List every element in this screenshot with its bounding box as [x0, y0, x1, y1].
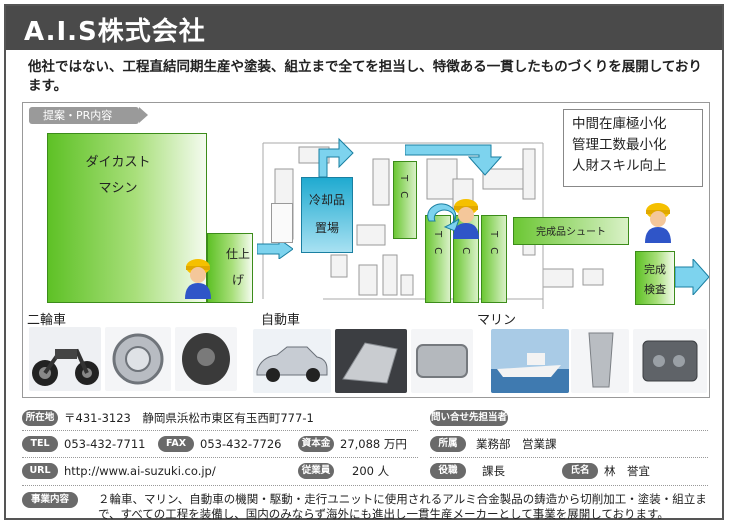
- oil-pan-photo: [411, 329, 473, 393]
- finishing-label-1: 仕上: [225, 247, 250, 261]
- tc-label: T C: [460, 231, 471, 255]
- fax-value: 053-432-7726: [200, 437, 282, 451]
- cycle-arrow-icon: [427, 203, 460, 232]
- divider: [430, 430, 708, 431]
- tc-machine: [425, 215, 451, 303]
- tel-label: TEL: [22, 436, 58, 452]
- tagline: 他社ではない、工程直結同期生産や塗装、組立まで全てを担当し、特徴ある一貫したもの…: [28, 59, 702, 94]
- business-label: 事業内容: [22, 492, 78, 508]
- boat-photo: [491, 329, 569, 393]
- divider: [22, 485, 708, 486]
- business-description: ２輪車、マリン、自動車の機関・駆動・走行ユニットに使用されるアルミ合金製品の鋳造…: [98, 492, 707, 521]
- kpi-item: 管理工数最小化: [572, 137, 667, 153]
- arrow-right-icon: [675, 259, 709, 295]
- section-automobile: 自動車: [261, 313, 301, 328]
- divider: [22, 430, 418, 431]
- arrow-down-icon: [405, 144, 503, 176]
- name-value: 林 誉宜: [604, 464, 650, 478]
- tc-machine: [481, 215, 507, 303]
- shelf-sketch: [271, 203, 293, 243]
- car-photo: [253, 329, 331, 393]
- name-label: 氏名: [562, 463, 598, 479]
- section-motorcycle: 二輪車: [27, 313, 67, 328]
- position-value: 課長: [482, 464, 505, 478]
- arrow-up-right-icon: [318, 137, 354, 178]
- arrow-right-icon: [257, 239, 293, 259]
- car-part-photo: [335, 329, 407, 393]
- tc-label: T C: [432, 231, 443, 255]
- pr-tab: 提案・PR内容: [29, 107, 148, 124]
- kpi-box: 中間在庫極小化 管理工数最小化 人財スキル向上: [563, 109, 703, 187]
- finishing-box: [207, 233, 253, 303]
- tel-value: 053-432-7711: [64, 437, 146, 451]
- kpi-item: 中間在庫極小化: [572, 116, 667, 132]
- header-bar: A.I.S株式会社: [6, 6, 722, 50]
- tc-machine: [393, 161, 417, 239]
- dept-label: 所属: [430, 436, 466, 452]
- company-profile-sheet: A.I.S株式会社 他社ではない、工程直結同期生産や塗装、組立まで全てを担当し、…: [4, 4, 724, 521]
- worker-icon: [645, 203, 671, 243]
- completed-chute: [513, 217, 629, 245]
- completed-chute-label: 完成品シュート: [536, 227, 606, 238]
- engine-cover-photo: [175, 327, 237, 391]
- kpi-item: 人財スキル向上: [572, 158, 667, 174]
- address-value: 〒431-3123 静岡県浜松市東区有玉西町777-1: [64, 411, 314, 425]
- inspection-label-1: 完成: [644, 263, 666, 276]
- url-value[interactable]: http://www.ai-suzuki.co.jp/: [64, 464, 216, 478]
- section-marine: マリン: [477, 313, 517, 328]
- address-label: 所在地: [22, 410, 58, 426]
- tc-label: T C: [488, 231, 499, 255]
- inspection-label-2: 検査: [644, 283, 666, 296]
- worker-icon: [185, 259, 211, 299]
- worker-icon: [453, 199, 479, 239]
- cooling-label-2: 置場: [314, 221, 339, 235]
- tc-label: T C: [398, 175, 409, 199]
- outboard-part-photo: [571, 329, 629, 393]
- divider: [22, 457, 418, 458]
- inspection-box: [635, 251, 675, 305]
- url-label: URL: [22, 463, 58, 479]
- contact-label: 問い合せ先担当者: [430, 410, 508, 426]
- engine-part-photo: [105, 327, 171, 391]
- production-diagram: 提案・PR内容: [22, 102, 710, 398]
- position-label: 役職: [430, 463, 466, 479]
- die-cast-label-2: マシン: [98, 181, 138, 196]
- marine-engine-photo: [633, 329, 707, 393]
- fax-label: FAX: [158, 436, 194, 452]
- employees-label: 従業員: [298, 463, 334, 479]
- die-cast-label-1: ダイカスト: [85, 155, 151, 170]
- die-cast-machine: [47, 133, 207, 303]
- finishing-label-2: げ: [231, 273, 244, 287]
- motorcycle-photo: [29, 327, 101, 391]
- cooling-storage: [301, 177, 353, 253]
- capital-value: 27,088 万円: [340, 437, 407, 451]
- employees-value: 200 人: [352, 464, 390, 478]
- company-title: A.I.S株式会社: [24, 17, 206, 47]
- capital-label: 資本金: [298, 436, 334, 452]
- cooling-label-1: 冷却品: [308, 193, 345, 207]
- dept-value: 業務部 営業課: [476, 437, 557, 451]
- divider: [430, 457, 708, 458]
